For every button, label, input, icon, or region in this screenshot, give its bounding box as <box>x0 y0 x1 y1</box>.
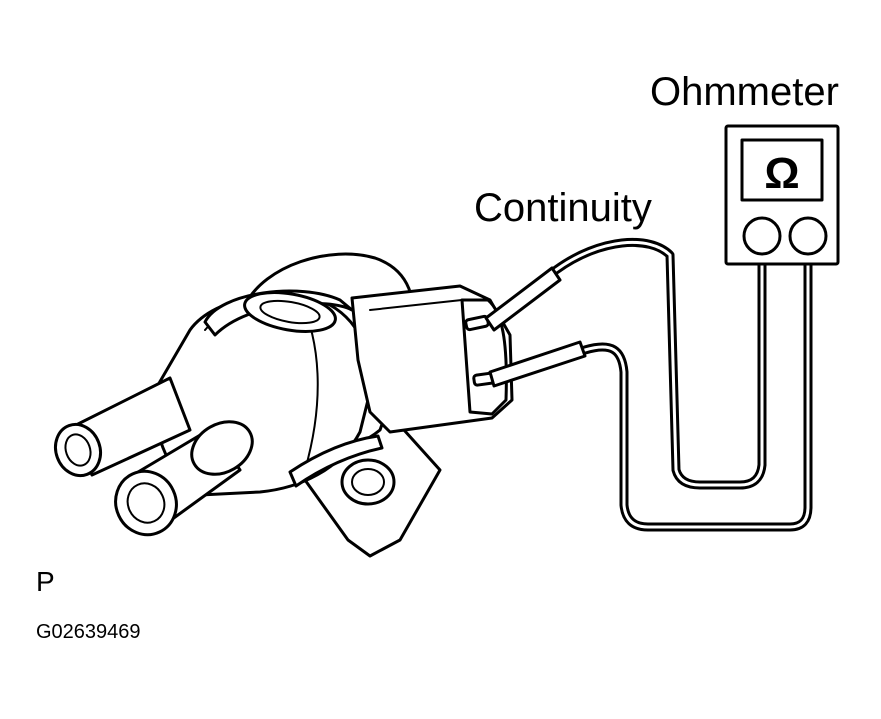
probe-icon <box>484 266 587 388</box>
ohm-symbol: Ω <box>764 149 799 198</box>
rear-pipe-end <box>53 422 103 478</box>
test-leads <box>551 237 813 532</box>
ohmmeter-icon: Ω <box>724 124 840 266</box>
vsv-valve-icon <box>53 252 514 558</box>
ohmmeter-label: Ohmmeter <box>650 70 839 114</box>
front-pipe-collar <box>190 420 254 476</box>
probe-lower <box>488 340 587 388</box>
figure-code: G02639469 <box>36 621 141 643</box>
view-letter: P <box>36 566 55 597</box>
ohmmeter-terminal-left <box>742 216 782 256</box>
ohmmeter-terminal-right <box>788 216 828 256</box>
ohmmeter-display <box>740 138 824 202</box>
lead-lower-inner <box>583 260 810 529</box>
front-pipe-end <box>114 469 178 537</box>
continuity-label: Continuity <box>474 186 652 230</box>
lead-upper-inner <box>554 240 764 487</box>
lead-upper-outer <box>551 237 767 490</box>
probe-upper <box>484 266 562 332</box>
bracket-nut <box>340 458 396 506</box>
